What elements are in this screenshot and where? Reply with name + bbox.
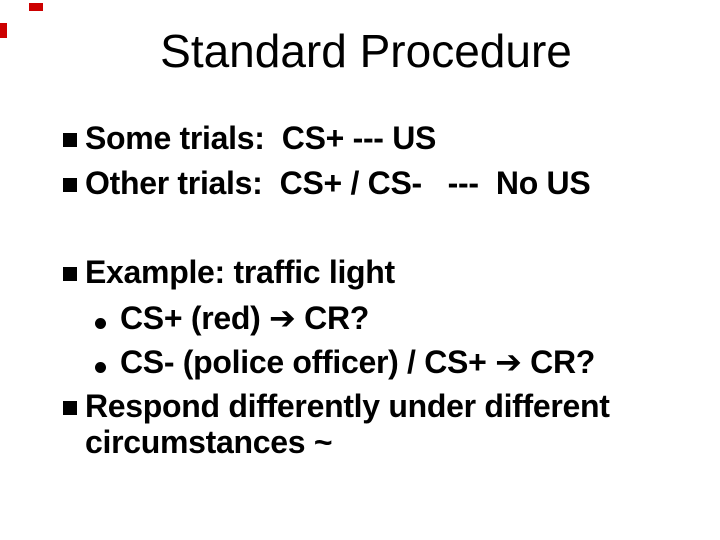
bullet-item: Some trials: CS+ --- US xyxy=(63,120,436,156)
circle-bullet-icon xyxy=(95,362,106,373)
bullet-item: Respond differently under different circ… xyxy=(63,388,610,460)
square-bullet-icon xyxy=(63,401,77,415)
bullet-item: CS- (police officer) / CS+ ➔ CR? xyxy=(95,344,595,380)
circle-bullet-icon xyxy=(95,318,106,329)
bullet-text: Example: traffic light xyxy=(85,254,395,290)
bullet-item: Other trials: CS+ / CS- --- No US xyxy=(63,165,591,201)
bullet-text: Other trials: CS+ / CS- --- No US xyxy=(85,165,591,201)
bullet-text: Respond differently under different circ… xyxy=(85,388,610,460)
red-accent-bar xyxy=(0,23,7,38)
bullet-text: CS- (police officer) / CS+ ➔ CR? xyxy=(120,344,596,380)
square-bullet-icon xyxy=(63,178,77,192)
bullet-text: CS+ (red) ➔ CR? xyxy=(120,300,370,336)
slide-title: Standard Procedure xyxy=(160,25,572,77)
red-accent-dash xyxy=(29,3,43,11)
square-bullet-icon xyxy=(63,267,77,281)
bullet-item: Example: traffic light xyxy=(63,254,395,290)
square-bullet-icon xyxy=(63,133,77,147)
bullet-text: Some trials: CS+ --- US xyxy=(85,120,437,156)
bullet-item: CS+ (red) ➔ CR? xyxy=(95,300,369,336)
